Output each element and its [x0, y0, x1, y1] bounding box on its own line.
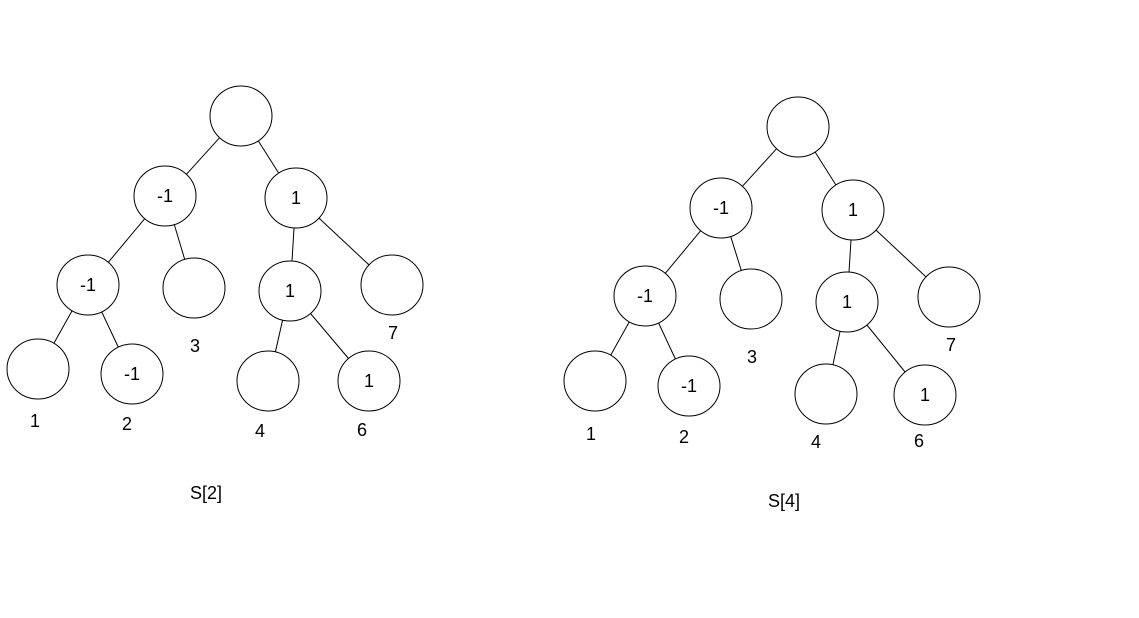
node-lr [162, 257, 226, 319]
node-value-ll: -1 [637, 286, 653, 306]
edge-r-rr [875, 229, 927, 278]
leaf-label-rr: 7 [388, 323, 398, 343]
leaf-label-rll: 4 [255, 421, 265, 441]
node-ll [56, 254, 120, 316]
node-rlr [337, 350, 401, 412]
edge-ll-lll [610, 321, 630, 356]
edge-rl-rll [832, 331, 841, 365]
node-value-l: -1 [157, 186, 173, 206]
tree-caption: S[2] [190, 483, 222, 503]
node-llr [100, 343, 164, 405]
edge-ll-lll [53, 310, 73, 344]
edge-ll-llr [101, 311, 119, 348]
node-value-r: 1 [848, 200, 858, 220]
node-value-rl: 1 [842, 292, 852, 312]
edge-ll-llr [658, 322, 676, 360]
node-llr [657, 355, 721, 417]
edge-rl-rll [274, 319, 284, 353]
tree-s2: -1 1 -1 3 1 7 1 -1 2 4 1 6S[2] [6, 85, 424, 503]
node-value-r: 1 [291, 188, 301, 208]
node-lll [6, 338, 70, 400]
edge-l-ll [107, 218, 146, 263]
node-value-rl: 1 [285, 281, 295, 301]
edge-root-r [814, 151, 837, 186]
leaf-label-rlr: 6 [914, 431, 924, 451]
edge-l-lr [173, 224, 186, 260]
leaf-label-lll: 1 [586, 424, 596, 444]
edge-r-rl [848, 239, 852, 273]
leaf-label-lr: 3 [190, 336, 200, 356]
node-l [689, 177, 753, 239]
node-lll [563, 350, 627, 412]
edge-root-r [257, 140, 280, 174]
node-value-l: -1 [713, 198, 729, 218]
leaf-label-rlr: 6 [357, 420, 367, 440]
node-value-llr: -1 [124, 364, 140, 384]
node-root [766, 96, 830, 158]
node-r [264, 167, 328, 229]
edge-root-l [186, 137, 220, 175]
node-rll [236, 350, 300, 412]
leaf-label-rll: 4 [811, 432, 821, 452]
edge-r-rr [318, 217, 370, 266]
node-rr [360, 254, 424, 316]
leaf-label-lll: 1 [30, 411, 40, 431]
edge-root-l [742, 148, 777, 187]
node-l [133, 165, 197, 227]
tree-caption: S[4] [768, 491, 800, 511]
node-lr [719, 268, 783, 330]
node-rll [794, 363, 858, 425]
node-root [209, 85, 273, 147]
node-value-rlr: 1 [364, 371, 374, 391]
node-value-llr: -1 [681, 376, 697, 396]
edge-rl-rlr [866, 324, 906, 373]
leaf-label-llr: 2 [679, 427, 689, 447]
node-rlr [893, 364, 957, 426]
node-r [821, 179, 885, 241]
node-rr [917, 266, 981, 328]
edge-r-rl [291, 227, 295, 262]
node-value-ll: -1 [80, 275, 96, 295]
leaf-label-rr: 7 [946, 335, 956, 355]
node-rl [258, 260, 322, 322]
leaf-label-lr: 3 [747, 347, 757, 367]
edge-l-lr [730, 236, 742, 271]
edge-rl-rlr [310, 313, 349, 359]
node-rl [815, 271, 879, 333]
edge-l-ll [664, 230, 702, 274]
node-ll [613, 265, 677, 327]
leaf-label-llr: 2 [122, 414, 132, 434]
node-value-rlr: 1 [920, 385, 930, 405]
tree-s4: -1 1 -1 3 1 7 1 -1 2 4 1 6S[4] [563, 96, 981, 511]
